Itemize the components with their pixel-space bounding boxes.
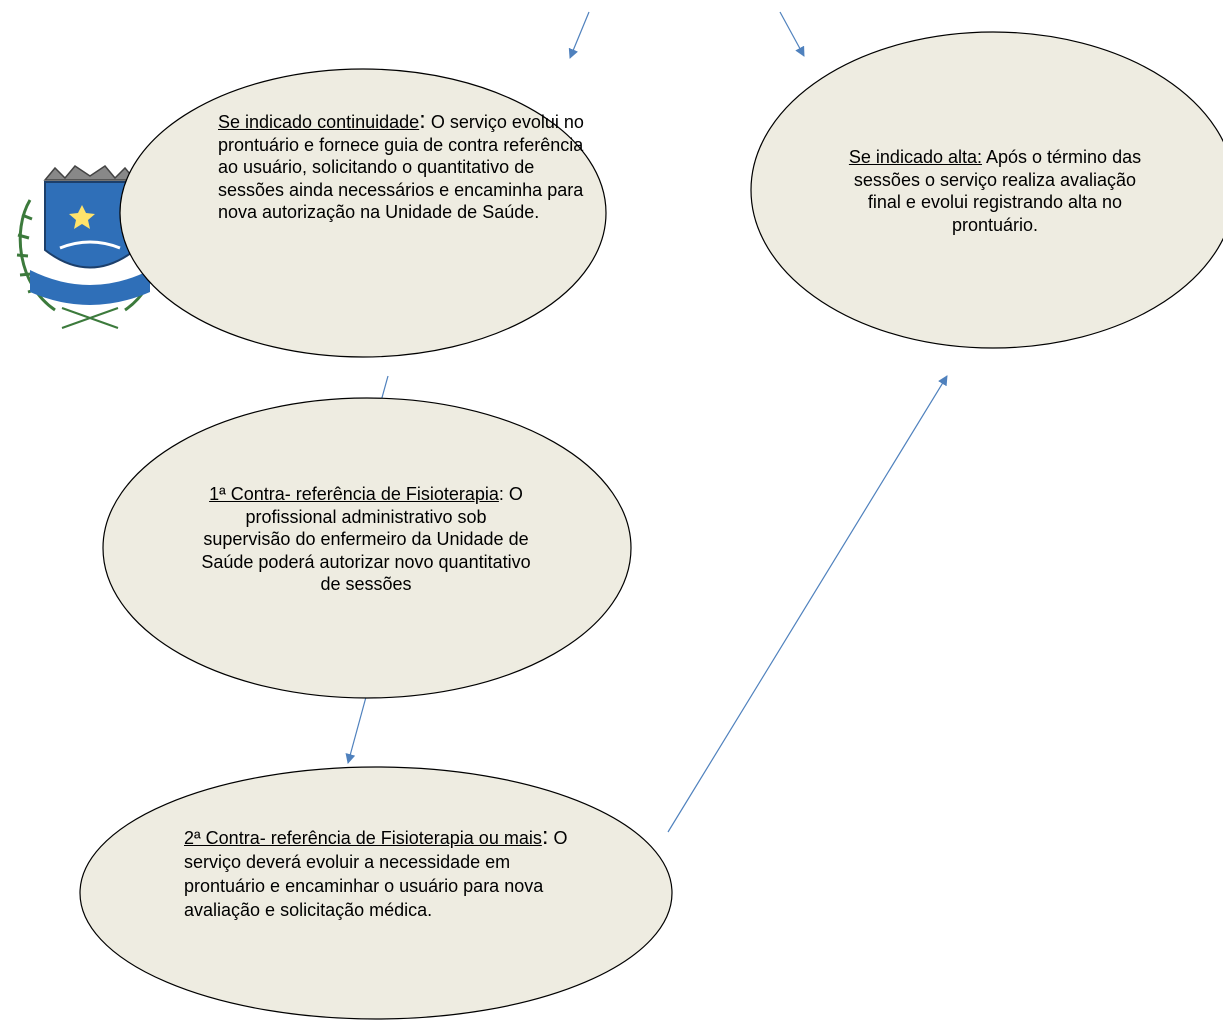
node-contra1-body: : O profissional administrativo sob supe… <box>201 484 531 594</box>
arrow-contra2-to-alta <box>667 375 948 833</box>
node-alta-text: Se indicado alta: Após o término das ses… <box>836 146 1154 236</box>
node-contra1-shape <box>102 397 632 699</box>
arrow-contra1-to-contra2 <box>345 696 367 764</box>
node-contra2-text: 2ª Contra- referência de Fisioterapia ou… <box>184 823 570 922</box>
node-continuidade-text: Se indicado continuidade: O serviço evol… <box>218 109 590 224</box>
node-alta-shape <box>750 31 1223 349</box>
node-contra2-shape <box>79 766 673 1020</box>
node-continuidade-shape <box>119 68 607 358</box>
node-alta-title: Se indicado alta: <box>848 147 982 167</box>
node-contra1-title: 1ª Contra- referência de Fisioterapia <box>209 484 499 504</box>
node-alta-body: Após o término das sessões o serviço rea… <box>853 147 1142 235</box>
node-contra2-title: 2ª Contra- referência de Fisioterapia ou… <box>184 828 542 848</box>
arrow-into-alta <box>779 11 805 57</box>
arrow-into-continuidade <box>568 11 590 59</box>
node-contra2-colon: : <box>541 823 549 850</box>
node-continuidade-body: O serviço evolui no prontuário e fornece… <box>218 112 584 222</box>
node-continuidade-colon: : <box>419 107 426 134</box>
node-contra1-text: 1ª Contra- referência de Fisioterapia: O… <box>200 483 532 596</box>
node-continuidade-title: Se indicado continuidade <box>218 112 420 132</box>
node-contra2-body: O serviço deverá evoluir a necessidade e… <box>184 828 568 920</box>
